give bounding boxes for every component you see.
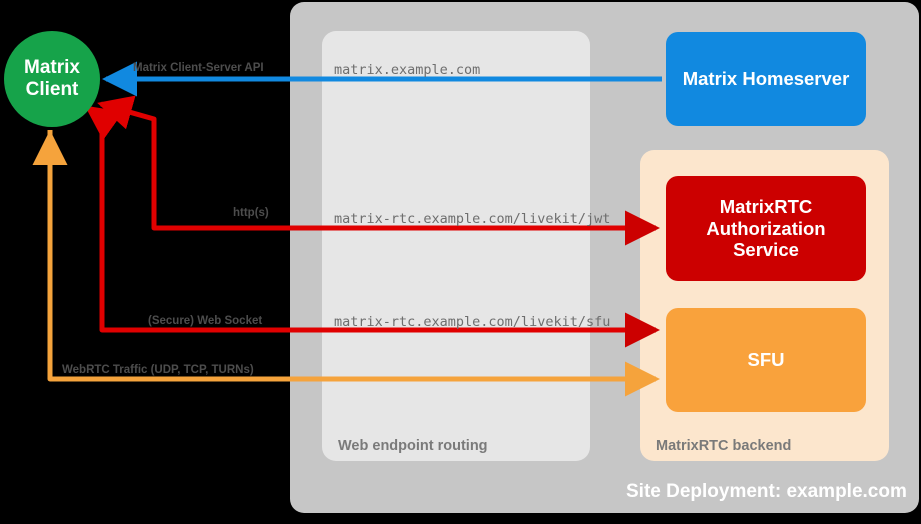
node-matrixrtc-authorization-service[interactable] xyxy=(666,176,866,281)
flow-arrow-https-in xyxy=(97,95,157,228)
node-matrix-client[interactable] xyxy=(4,31,100,127)
node-sfu[interactable] xyxy=(666,308,866,412)
node-matrix-homeserver[interactable] xyxy=(666,32,866,126)
web-endpoint-routing-panel xyxy=(322,31,590,461)
flow-arrow-websocket-in xyxy=(84,105,124,330)
